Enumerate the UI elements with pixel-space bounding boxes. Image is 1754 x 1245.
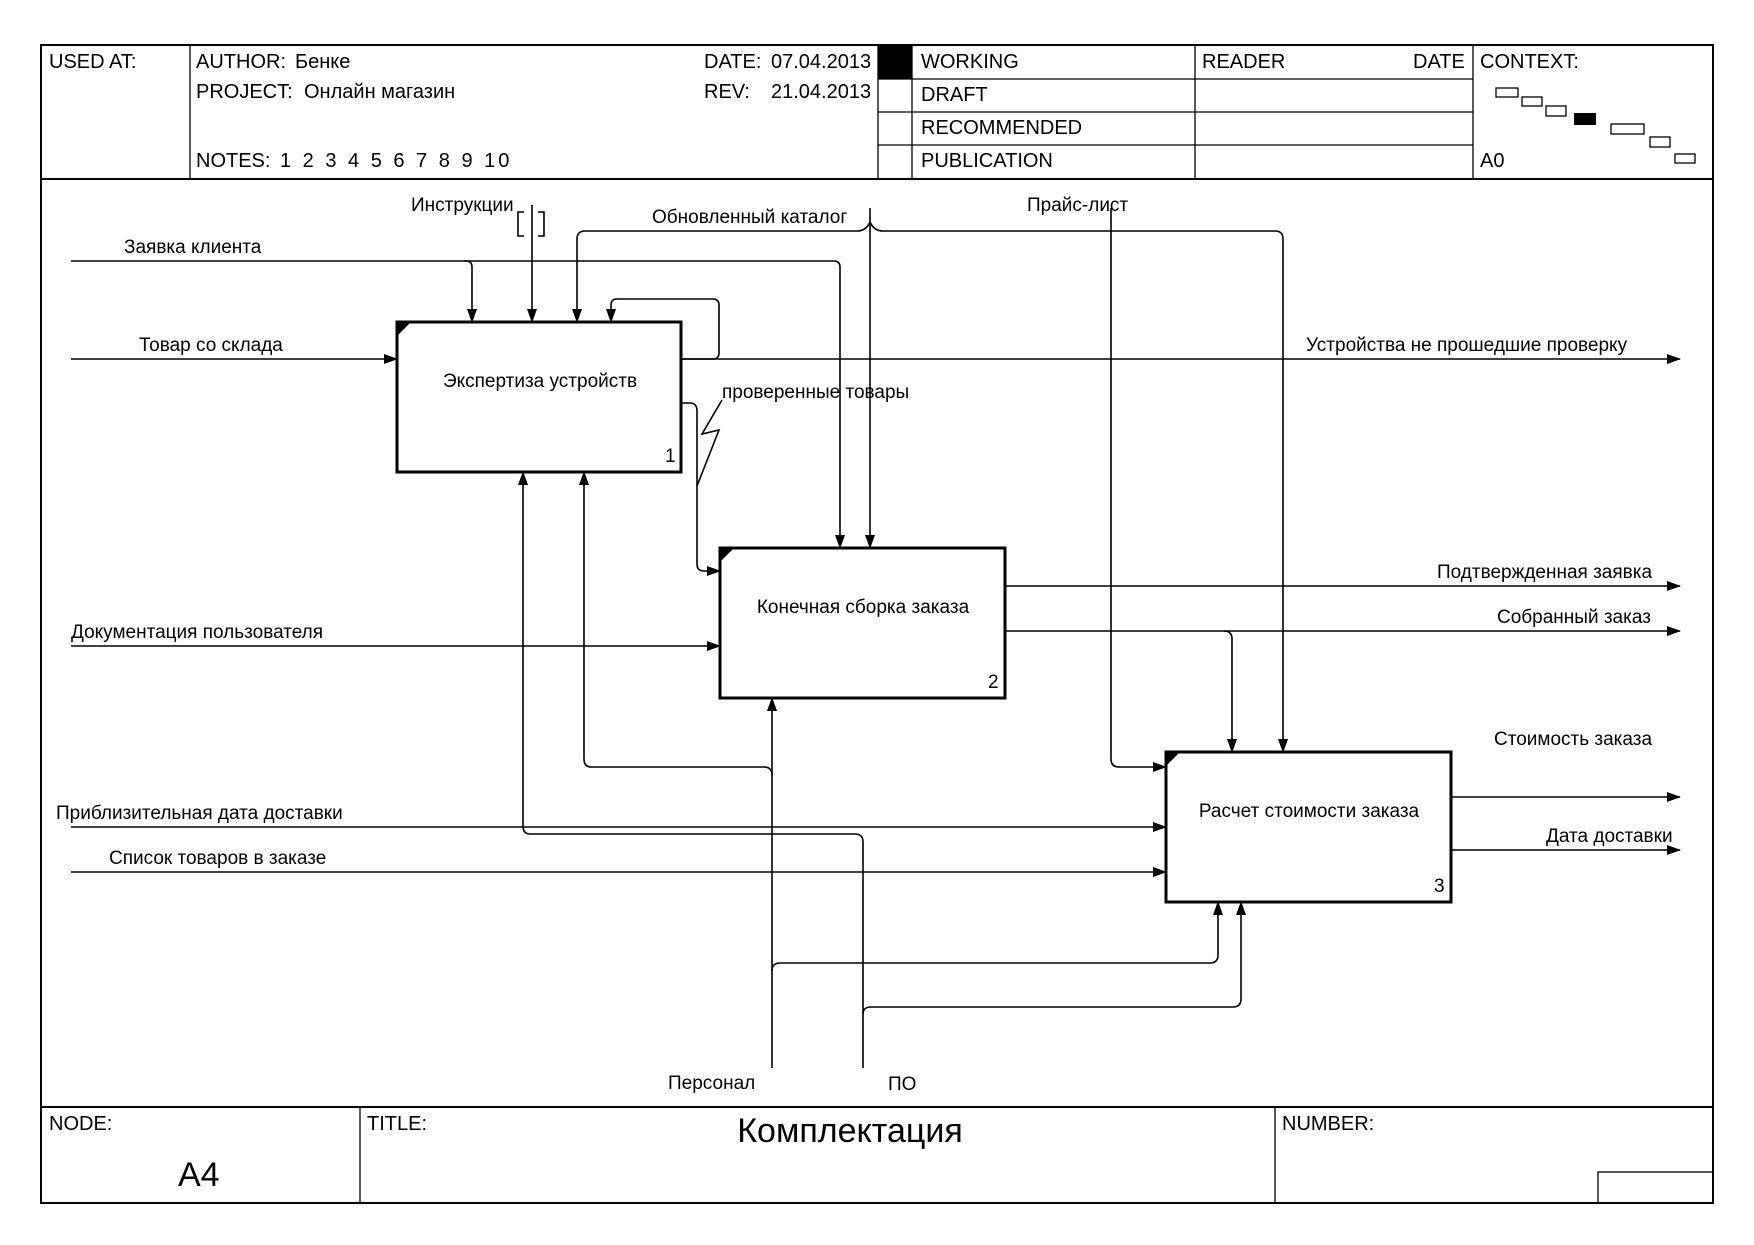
label-software: ПО xyxy=(888,1074,916,1095)
arrow-staff-to-box3 xyxy=(771,901,1223,972)
label-checked-goods: проверенные товары xyxy=(722,382,909,403)
arrow-checked-goods xyxy=(681,402,721,576)
box-1-label: Экспертиза устройств xyxy=(443,371,637,392)
activity-box-1: Экспертиза устройств 1 xyxy=(395,320,683,474)
arrow-software-to-box3 xyxy=(862,901,1246,1015)
box-2-number: 2 xyxy=(988,672,999,693)
label-failed-devices: Устройства не прошедшие проверку xyxy=(1306,335,1628,356)
footer-frame xyxy=(40,1106,1714,1204)
arrow-software xyxy=(518,471,864,1068)
arrow-labels: Инструкции Обновленный каталог Прайс-лис… xyxy=(56,195,1673,1095)
context-node: A0 xyxy=(1480,150,1504,172)
diagram-title: Комплектация xyxy=(737,1112,962,1150)
rev-value: 21.04.2013 xyxy=(771,81,871,103)
arrow-catalog-to-box1 xyxy=(572,221,871,323)
label-user-docs: Документация пользователя xyxy=(71,622,323,643)
arrow-client-request-branch xyxy=(464,260,477,323)
box-2-label: Конечная сборка заказа xyxy=(757,597,970,618)
arrow-client-request xyxy=(71,260,845,549)
context-thumbnail xyxy=(1495,87,1696,164)
squiggle-connector xyxy=(696,399,723,487)
arrow-staff-to-box1 xyxy=(579,471,773,776)
activity-box-3: Расчет стоимости заказа 3 xyxy=(1164,750,1453,904)
date-label: DATE: xyxy=(704,51,761,73)
number-label: NUMBER: xyxy=(1282,1113,1374,1135)
label-order-items: Список товаров в заказе xyxy=(109,848,326,869)
date-value: 07.04.2013 xyxy=(771,51,871,73)
node-value: A4 xyxy=(178,1156,220,1194)
label-client-request: Заявка клиента xyxy=(124,237,262,258)
used-at-label: USED AT: xyxy=(49,51,136,73)
label-order-cost: Стоимость заказа xyxy=(1494,729,1652,750)
arrow-price-list xyxy=(1110,208,1167,772)
label-approx-delivery: Приблизительная дата доставки xyxy=(56,803,343,824)
label-staff: Персонал xyxy=(668,1073,755,1094)
notes-value: 1 2 3 4 5 6 7 8 9 10 xyxy=(280,150,512,172)
label-price-list: Прайс-лист xyxy=(1027,195,1128,216)
activity-box-2: Конечная сборка заказа 2 xyxy=(718,546,1007,700)
working-status-marker xyxy=(878,45,912,79)
project-label: PROJECT: xyxy=(196,81,293,103)
box-3-number: 3 xyxy=(1434,876,1445,897)
status-publication: PUBLICATION xyxy=(921,150,1053,172)
title-label: TITLE: xyxy=(367,1113,427,1135)
label-confirmed-request: Подтвержденная заявка xyxy=(1437,562,1652,583)
label-stock-goods: Товар со склада xyxy=(139,335,283,356)
node-label: NODE: xyxy=(49,1113,112,1135)
label-instructions: Инструкции xyxy=(411,195,514,216)
context-label: CONTEXT: xyxy=(1480,51,1579,73)
author-label: AUTHOR: xyxy=(196,51,286,73)
status-recommended: RECOMMENDED xyxy=(921,117,1082,139)
status-working: WORKING xyxy=(921,51,1019,73)
tunnel-brackets xyxy=(517,211,545,237)
project-value: Онлайн магазин xyxy=(304,81,455,103)
header-block: USED AT: AUTHOR: Бенке PROJECT: Онлайн м… xyxy=(40,44,1714,1204)
label-updated-catalog: Обновленный каталог xyxy=(652,207,847,228)
status-draft: DRAFT xyxy=(921,84,988,106)
notes-label: NOTES: xyxy=(196,150,270,172)
footer-block: NODE: A4 TITLE: Комплектация NUMBER: xyxy=(49,1107,1714,1204)
label-delivery-date: Дата доставки xyxy=(1546,826,1673,847)
reader-label: READER xyxy=(1202,51,1285,73)
arrow-assembled-to-box3 xyxy=(1223,630,1237,753)
label-assembled-order: Собранный заказ xyxy=(1497,607,1651,628)
reader-date-label: DATE xyxy=(1413,51,1465,73)
arrow-catalog-to-box3 xyxy=(869,221,1288,753)
arrows xyxy=(71,205,1681,1068)
box-3-label: Расчет стоимости заказа xyxy=(1199,801,1420,822)
author-value: Бенке xyxy=(295,51,350,73)
arrow-feedback-loop xyxy=(606,298,720,360)
box-1-number: 1 xyxy=(665,446,676,467)
rev-label: REV: xyxy=(704,81,750,103)
